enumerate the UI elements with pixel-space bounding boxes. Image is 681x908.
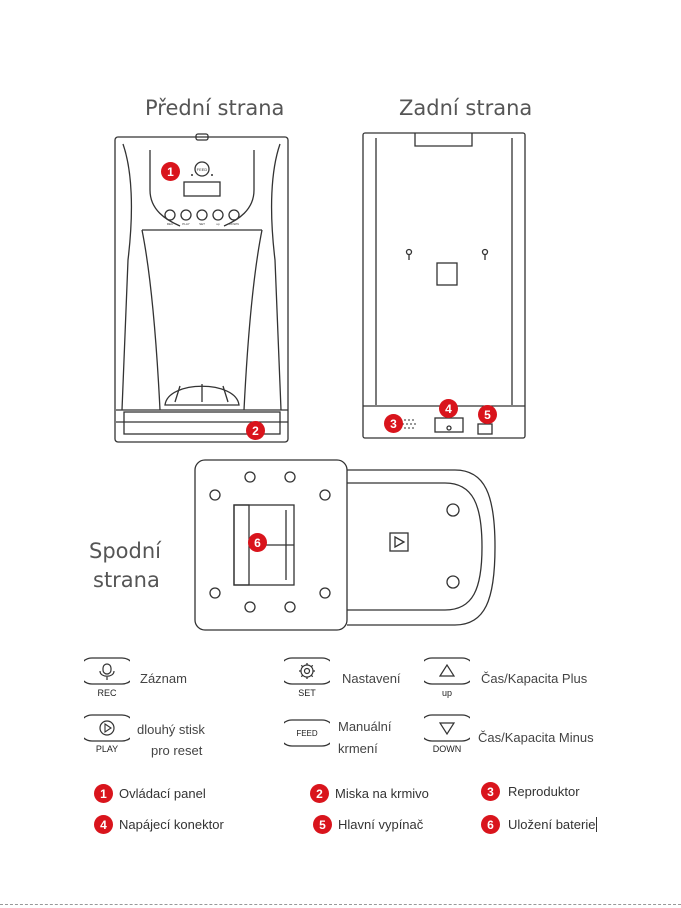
legend-text-5: Hlavní vypínač xyxy=(338,817,424,832)
play-label-line2: pro reset xyxy=(151,743,203,758)
legend-marker-2: 2 xyxy=(310,784,329,803)
legend-item-6: 6 Uložení baterie xyxy=(481,815,598,834)
legend-marker-1: 1 xyxy=(94,784,113,803)
bottom-title-line1: Spodní xyxy=(89,539,161,563)
feed-label-line1: Manuální xyxy=(338,719,392,734)
marker-6: 6 xyxy=(248,533,267,552)
rec-label: Záznam xyxy=(140,671,187,686)
marker-5: 5 xyxy=(478,405,497,424)
front-up-mini-label: up xyxy=(216,222,220,226)
set-label: Nastavení xyxy=(342,671,401,686)
set-caption: SET xyxy=(298,688,316,698)
marker-1: 1 xyxy=(161,162,180,181)
marker-3: 3 xyxy=(384,414,403,433)
marker-2: 2 xyxy=(246,421,265,440)
triangle-down-icon xyxy=(424,714,470,742)
rec-caption: REC xyxy=(97,688,117,698)
front-down-mini-label: DOWN xyxy=(229,222,239,226)
gear-icon xyxy=(284,657,330,685)
legend-item-2: 2 Miska na krmivo xyxy=(310,784,429,803)
up-caption: up xyxy=(441,688,452,698)
down-caption: DOWN xyxy=(432,744,462,754)
legend-text-1: Ovládací panel xyxy=(119,786,206,801)
legend-marker-3: 3 xyxy=(481,782,500,801)
feed-icon: FEED xyxy=(284,719,330,747)
page-divider xyxy=(0,904,681,905)
legend-marker-4: 4 xyxy=(94,815,113,834)
front-rec-mini-label: REC xyxy=(167,222,174,226)
up-label: Čas/Kapacita Plus xyxy=(481,671,588,686)
play-caption: PLAY xyxy=(95,744,119,754)
play-icon xyxy=(84,714,130,742)
play-label: dlouhý stisk pro reset xyxy=(137,719,205,761)
legend-marker-5: 5 xyxy=(313,815,332,834)
legend-marker-6: 6 xyxy=(481,815,500,834)
legend-item-3: 3 Reproduktor xyxy=(481,782,580,801)
feed-label: Manuální krmení xyxy=(338,716,391,760)
bottom-title: Spodní strana xyxy=(89,537,161,595)
legend-item-5: 5 Hlavní vypínač xyxy=(313,815,423,834)
legend-item-1: 1 Ovládací panel xyxy=(94,784,206,803)
marker-4: 4 xyxy=(439,399,458,418)
feed-label-line2: krmení xyxy=(338,741,378,756)
triangle-up-icon xyxy=(424,657,470,685)
front-play-mini-label: PLAY xyxy=(182,222,189,226)
down-label: Čas/Kapacita Minus xyxy=(478,730,594,745)
legend-text-2: Miska na krmivo xyxy=(335,786,429,801)
legend-item-4: 4 Napájecí konektor xyxy=(94,815,224,834)
feed-icon-text: FEED xyxy=(296,729,318,738)
front-feed-mini-label: FEED xyxy=(197,167,208,172)
bottom-title-line2: strana xyxy=(93,568,160,592)
front-set-mini-label: SET xyxy=(199,222,205,226)
legend-text-6: Uložení baterie xyxy=(508,817,598,832)
front-title: Přední strana xyxy=(145,96,285,120)
back-title: Zadní strana xyxy=(399,96,533,120)
play-label-line1: dlouhý stisk xyxy=(137,722,205,737)
microphone-icon xyxy=(84,657,130,685)
front-view-drawing: FEED REC PLAY SET up DOWN xyxy=(114,133,289,443)
legend-text-4: Napájecí konektor xyxy=(119,817,224,832)
legend-text-3: Reproduktor xyxy=(508,784,580,799)
bottom-view-drawing xyxy=(194,459,496,631)
